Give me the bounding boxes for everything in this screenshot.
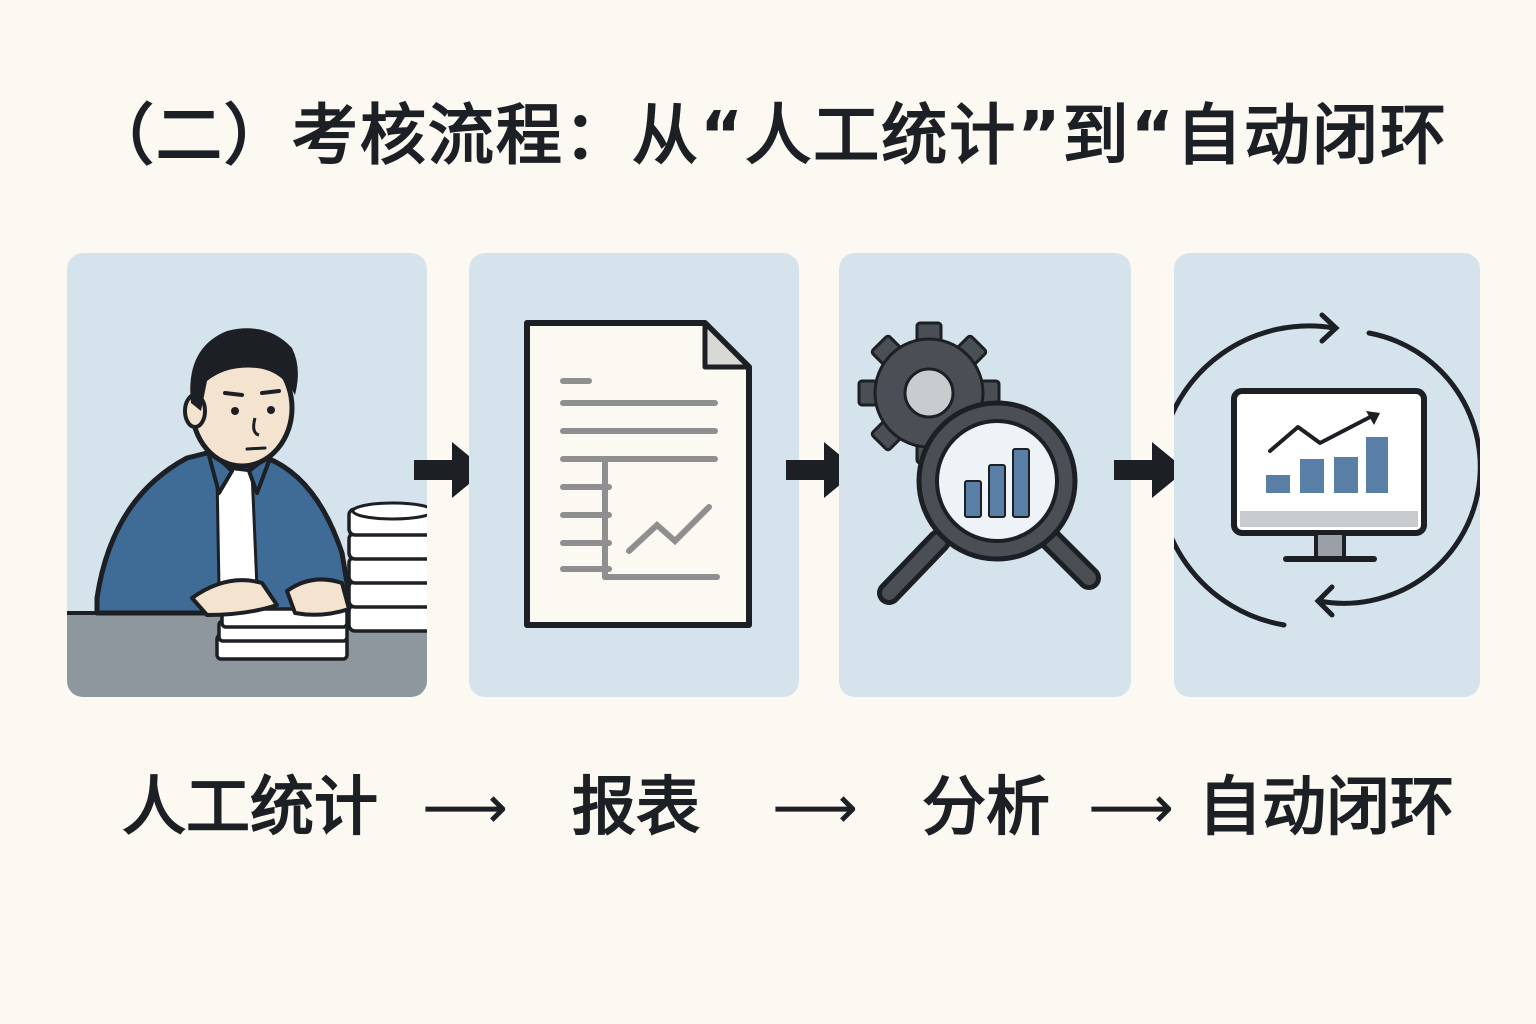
person-counting-papers-icon xyxy=(67,328,427,697)
flow-arrow-1: ⟶ xyxy=(422,773,509,843)
step-label-manual-counting: 人工统计 xyxy=(122,771,378,845)
page-title: （二）考核流程：从“人工统计”到“自动闭环 xyxy=(87,97,1449,174)
panel-manual-counting xyxy=(67,253,427,697)
gear-magnifier-analysis-icon xyxy=(857,321,1101,605)
flow-arrow-3: ⟶ xyxy=(1088,773,1175,843)
step-label-report: 报表 xyxy=(572,771,700,845)
arrow-right-icon xyxy=(414,442,486,498)
arrow-right-icon xyxy=(1114,442,1186,498)
flow-arrow-2: ⟶ xyxy=(772,773,859,843)
step-label-analysis: 分析 xyxy=(922,771,1050,845)
panel-report xyxy=(469,253,799,697)
monitor-cycle-icon xyxy=(1174,312,1480,628)
report-document-icon xyxy=(524,320,752,628)
panel-analysis xyxy=(839,253,1131,697)
step-label-automatic-loop: 自动闭环 xyxy=(1198,771,1454,845)
panel-automatic-loop xyxy=(1174,253,1480,697)
